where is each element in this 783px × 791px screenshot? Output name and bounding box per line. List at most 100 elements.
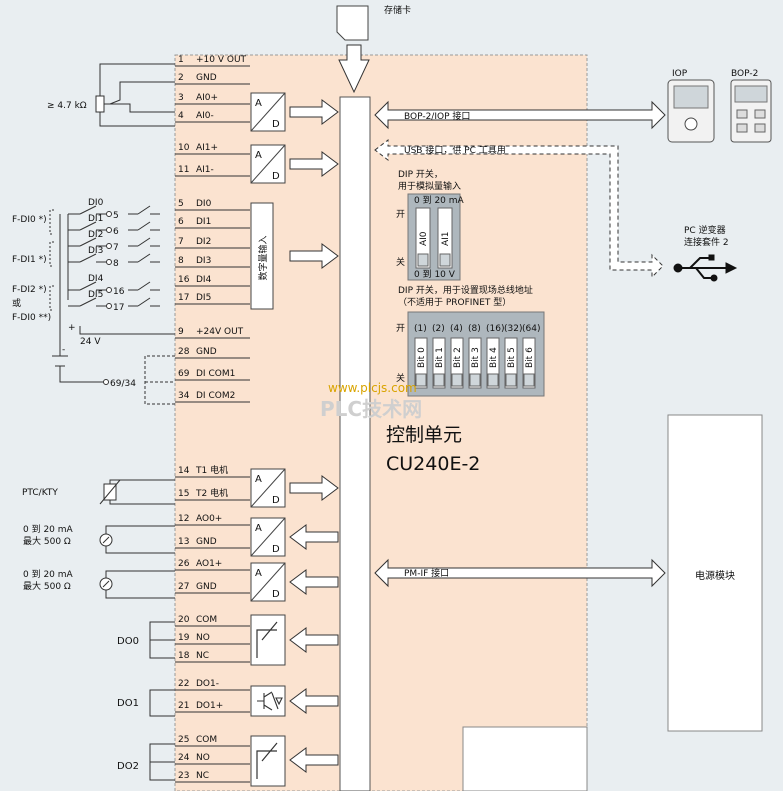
fdi-label-4: F-DI0 **) [12,313,51,323]
dip1-switch-AI1[interactable] [437,207,453,269]
terminal-name-21: DO1+ [196,701,223,711]
terminal-name-17: DI5 [196,293,211,303]
ai1-to-bus-arrow [289,151,339,177]
terminal-num-22: 22 [178,679,189,689]
dip1-title-line2: 用于模拟量输入 [398,180,461,192]
terminal-num-5: 5 [178,199,184,209]
fdi-bracket-2 [49,285,54,311]
terminal-num-7: 7 [178,237,184,247]
ad-converter-3-top: A [255,523,262,534]
potentiometer-label: ≥ 4.7 kΩ [47,101,87,111]
terminal-name-28: GND [196,347,217,357]
terminal-num-14: 14 [178,466,190,476]
transistor-do1-block [250,685,286,717]
terminal-num-12: 12 [178,514,189,524]
ao0-range-label: 0 到 20 mA [23,523,74,535]
dip2-switches: (1)Bit 0(2)Bit 1(4)Bit 2(8)Bit 3(16)Bit … [414,324,540,389]
terminal-num-23: 23 [178,771,189,781]
internal-bus [339,96,371,791]
bus-to-do0-arrow [289,627,339,653]
ad-converter-2-top: A [255,474,262,485]
ad-converter-1-top: A [255,150,262,161]
terminal-name-12: AO0+ [196,514,222,524]
terminal-num-6: 6 [178,217,184,227]
terminal-name-16: DI4 [196,275,212,285]
ext-di-num-5: 5 [113,211,119,221]
do2-label: DO2 [117,761,139,772]
usb-interface-label: USB 接口，供 PC 工具用 [404,144,506,156]
bus-to-do1-arrow [289,688,339,714]
terminal-name-25: COM [196,735,217,745]
power-module-connector [462,726,588,791]
dip1-switch-AI0[interactable] [415,207,431,269]
dip2-bit-label-2: Bit 2 [453,347,463,368]
dip2-value-3: (8) [468,324,481,334]
bus-to-ao1-arrow [289,569,339,595]
do0-label: DO0 [117,636,139,647]
bop2-label: BOP-2 [731,69,758,79]
ad-converter-4-top: A [255,568,262,579]
int-switch-DI1 [137,221,151,231]
ext-switch-DI2 [79,237,97,247]
external-wiring [52,63,175,781]
fdi-labels: F-DI0 *)F-DI1 *)F-DI2 *)或F-DI0 **) [12,209,54,323]
ext-di-num-16: 16 [113,287,125,297]
dip2-bit-label-6: Bit 6 [525,347,535,368]
fdi-label-2: F-DI2 *) [12,285,47,295]
dip2-value-6: (64) [522,324,540,334]
terminal-num-2: 2 [178,73,184,83]
int-switch-DI5 [137,297,151,307]
dip2-bit-label-4: Bit 4 [489,347,499,368]
terminal-num-11: 11 [178,165,189,175]
dip1-on-label: 开 [396,209,405,220]
ptc-kty-label: PTC/KTY [22,488,58,498]
fdi-bracket-0 [49,209,54,235]
com-ref-terminal [103,379,109,385]
relay-do2-block [250,735,286,787]
dip1-top-label: 0 到 20 mA [414,194,465,206]
int-switch-DI2 [137,237,151,247]
dip2-bit-label-5: Bit 5 [507,347,517,368]
usb-icon [673,254,738,282]
dip2-bit-label-3: Bit 3 [471,347,481,368]
terminal-name-18: NC [196,651,209,661]
terminal-num-27: 27 [178,582,189,592]
iop-label: IOP [672,69,688,79]
terminal-num-3: 3 [178,93,184,103]
terminal-name-14: T1 电机 [195,464,228,476]
ao1-load-label: 最大 500 Ω [23,580,71,592]
ptc-to-bus-arrow [289,475,339,501]
terminal-num-34: 34 [178,391,190,401]
ad-converter-3-bottom: D [272,544,280,555]
dip1-switch-label-AI1: AI1 [441,231,451,246]
terminal-name-7: DI2 [196,237,211,247]
memory-card-arrow [338,44,370,94]
watermark-url: www.plcjs.com [328,381,417,395]
ad-converter-4-bottom: D [272,589,280,600]
terminal-num-24: 24 [178,753,190,763]
ext-di-num-7: 7 [113,243,119,253]
digital-input-block [250,202,274,310]
ad-converter-0-top: A [255,98,262,109]
supply-minus-sign: - [62,345,65,355]
dip2-value-1: (2) [432,324,445,334]
terminal-name-22: DO1- [196,679,219,689]
power-module-label: 电源模块 [695,569,735,582]
do1-label: DO1 [117,698,139,709]
terminal-name-24: NO [196,753,210,763]
transistor-do1-icon [257,691,283,711]
terminal-name-1: +10 V OUT [196,55,247,65]
int-switch-DI4 [137,281,151,291]
terminal-num-17: 17 [178,293,189,303]
terminal-name-9: +24V OUT [196,327,244,337]
ext-di-label-DI0: DI0 [88,198,104,208]
terminal-num-69: 69 [178,369,190,379]
fdi-label-0: F-DI0 *) [12,215,47,225]
supply-24v-label: 24 V [80,337,101,347]
fdi-label-3: 或 [12,297,21,309]
power-module-box [667,414,763,732]
control-unit-model: CU240E-2 [386,453,480,475]
relay-do2-contact-icon [256,742,278,779]
terminal-name-23: NC [196,771,209,781]
